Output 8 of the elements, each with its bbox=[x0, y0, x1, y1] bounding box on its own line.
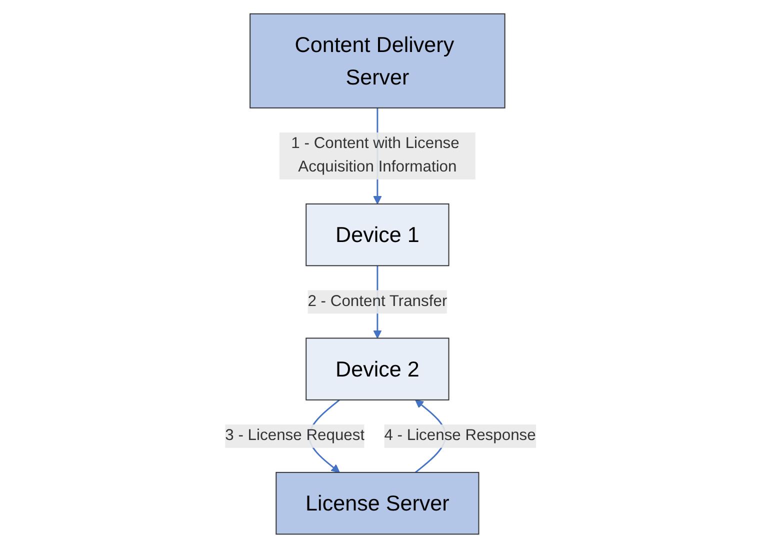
node-box: Device 2 bbox=[306, 338, 450, 400]
edge-label: 1 - Content with License Acquisition Information bbox=[291, 135, 460, 176]
node-box: Device 1 bbox=[306, 203, 450, 266]
edge-label: 4 - License Response bbox=[384, 427, 536, 444]
edge-label: 2 - Content Transfer bbox=[308, 293, 448, 310]
node-box: License Server bbox=[276, 472, 480, 535]
node-box: Content Delivery Server bbox=[250, 13, 506, 108]
edge-label: 3 - License Request bbox=[225, 427, 365, 444]
